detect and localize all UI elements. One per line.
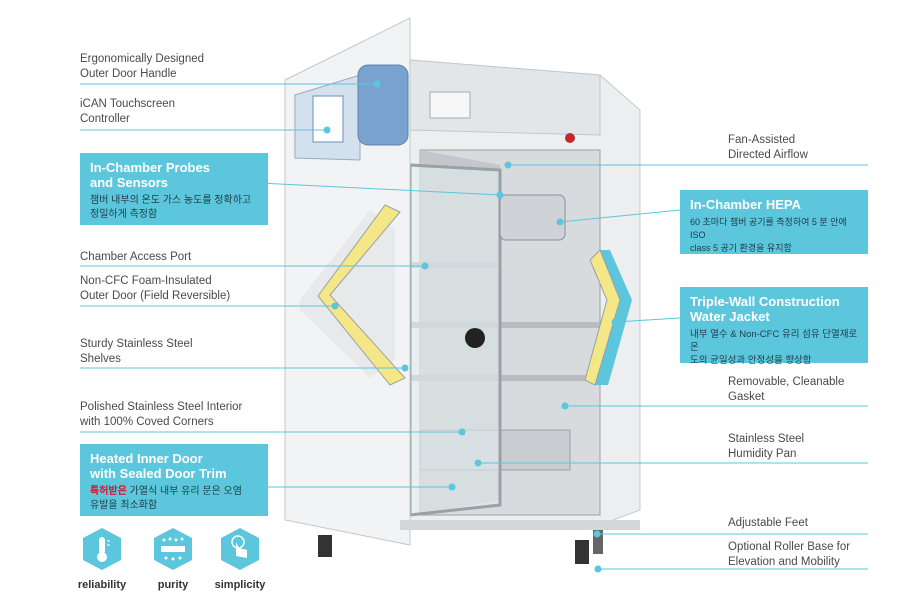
box-triple-wall-title: Triple-Wall Construction Water Jacket <box>690 294 840 324</box>
feature-simplicity-label: simplicity <box>214 579 266 591</box>
foot-left <box>318 535 332 557</box>
jacket-yellow-right <box>584 249 621 386</box>
feature-purity: purity <box>138 526 208 591</box>
leader-hepa <box>559 209 681 223</box>
filter-icon <box>154 528 192 570</box>
touchscreen-display <box>312 95 344 143</box>
leader-lines <box>80 83 868 570</box>
label-interior: Polished Stainless Steel Interior with 1… <box>80 401 243 428</box>
feature-purity-label: purity <box>157 579 189 591</box>
leader-dots <box>323 80 619 573</box>
leader-triple-wall <box>614 317 681 323</box>
jacket-yellow-left <box>317 204 406 386</box>
hepa-unit <box>499 194 566 241</box>
box-heated-door-desc: 특허받은 가열식 내부 유리 문은 오염 유발을 최소화함 <box>90 485 258 513</box>
foot-right <box>575 540 589 564</box>
box-hepa-title: In-Chamber HEPA <box>690 197 801 212</box>
outer-door-inner-face <box>300 210 395 378</box>
box-probes-title: In-Chamber Probes and Sensors <box>90 160 210 190</box>
label-door-handle: Ergonomically Designed Outer Door Handle <box>80 53 205 80</box>
top-vent <box>429 91 471 119</box>
box-heated-door-desc-text: 가열식 내부 유리 문은 오염 유발을 최소화함 <box>90 486 242 511</box>
label-touchscreen: iCAN Touchscreen Controller <box>80 98 176 125</box>
box-hepa: In-Chamber HEPA 60 초마다 챔버 공기를 측정하여 5 분 안… <box>680 190 868 254</box>
label-humidity-pan: Stainless Steel Humidity Pan <box>728 433 805 460</box>
label-shelves: Sturdy Stainless Steel Shelves <box>80 338 193 365</box>
foot-back <box>593 530 603 554</box>
base-rail <box>400 520 640 530</box>
leader-probes <box>239 181 501 196</box>
door-handle <box>357 64 409 146</box>
box-triple-wall: Triple-Wall Construction Water Jacket 내부… <box>680 287 868 366</box>
box-triple-wall-desc: 내부 열수 & Non-CFC 유리 섬유 단열재로 온 도의 균일성과 안정성… <box>690 329 858 366</box>
box-probes-desc: 챔버 내부의 온도 가스 농도를 정확하고 정밀하게 측정함 <box>90 195 252 220</box>
box-heated-door: Heated Inner Door with Sealed Door Trim … <box>80 444 268 516</box>
label-airflow: Fan-Assisted Directed Airflow <box>728 134 808 161</box>
feature-reliability-label: reliability <box>77 579 127 591</box>
label-feet: Adjustable Feet <box>728 517 808 529</box>
patent-highlight: 특허받은 <box>90 486 127 497</box>
feature-reliability: reliability <box>67 526 137 591</box>
label-access-port: Chamber Access Port <box>80 251 192 263</box>
box-probes: In-Chamber Probes and Sensors 챔버 내부의 온도 … <box>80 153 268 225</box>
box-heated-door-title: Heated Inner Door with Sealed Door Trim <box>90 451 227 481</box>
thermometer-icon <box>83 528 121 570</box>
label-gasket: Removable, Cleanable Gasket <box>728 376 845 403</box>
label-foam-door: Non-CFC Foam-Insulated Outer Door (Field… <box>80 275 231 302</box>
box-hepa-desc: 60 초마다 챔버 공기를 측정하여 5 분 안에 ISO class 5 공기… <box>690 217 847 253</box>
jacket-blue-right <box>595 250 632 385</box>
indicator-light <box>565 133 575 143</box>
feature-simplicity: simplicity <box>205 526 275 591</box>
touch-hand-icon <box>221 528 259 570</box>
label-roller-base: Optional Roller Base for Elevation and M… <box>728 541 851 568</box>
inner-door-knob <box>465 328 485 348</box>
